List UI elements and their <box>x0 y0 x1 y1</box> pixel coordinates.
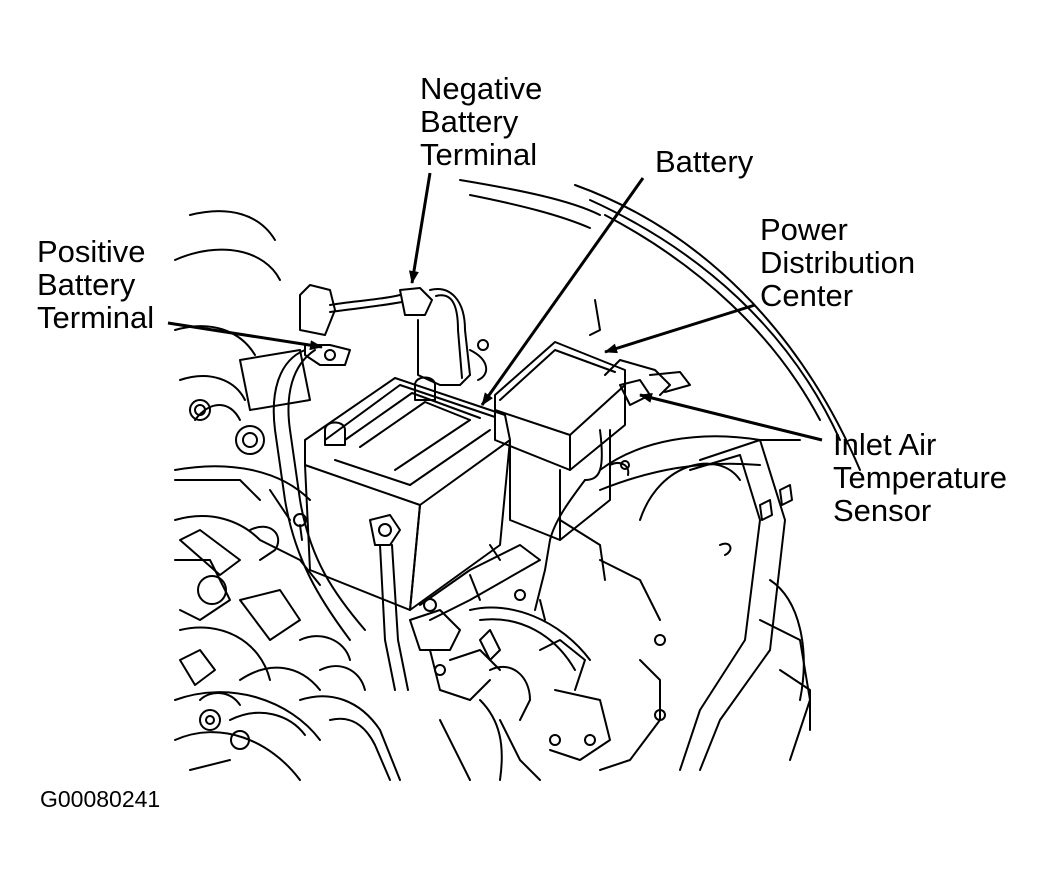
label-inlet-air-temperature-sensor: Inlet Air Temperature Sensor <box>833 427 1008 528</box>
engine-components <box>174 479 401 781</box>
leader-positive-terminal <box>167 321 323 351</box>
label-positive-battery-terminal: Positive Battery Terminal <box>37 234 155 335</box>
leader-lines <box>167 172 823 442</box>
battery-body <box>304 376 541 621</box>
figure-id: G00080241 <box>40 786 161 812</box>
label-negative-battery-terminal: Negative Battery Terminal <box>420 71 543 172</box>
inner-fender <box>599 435 811 771</box>
leader-power-distribution-center <box>604 303 756 354</box>
fender-outline <box>459 179 861 471</box>
left-background-structure <box>174 210 311 501</box>
leader-inlet-air-temperature-sensor <box>639 393 823 442</box>
battery-cables <box>272 284 586 691</box>
leader-negative-terminal <box>409 172 432 284</box>
label-battery: Battery <box>655 144 754 179</box>
power-distribution-center-box <box>494 341 691 541</box>
label-power-distribution-center: Power Distribution Center <box>760 212 916 313</box>
lower-centre-components <box>409 460 666 781</box>
leader-battery <box>480 177 645 406</box>
